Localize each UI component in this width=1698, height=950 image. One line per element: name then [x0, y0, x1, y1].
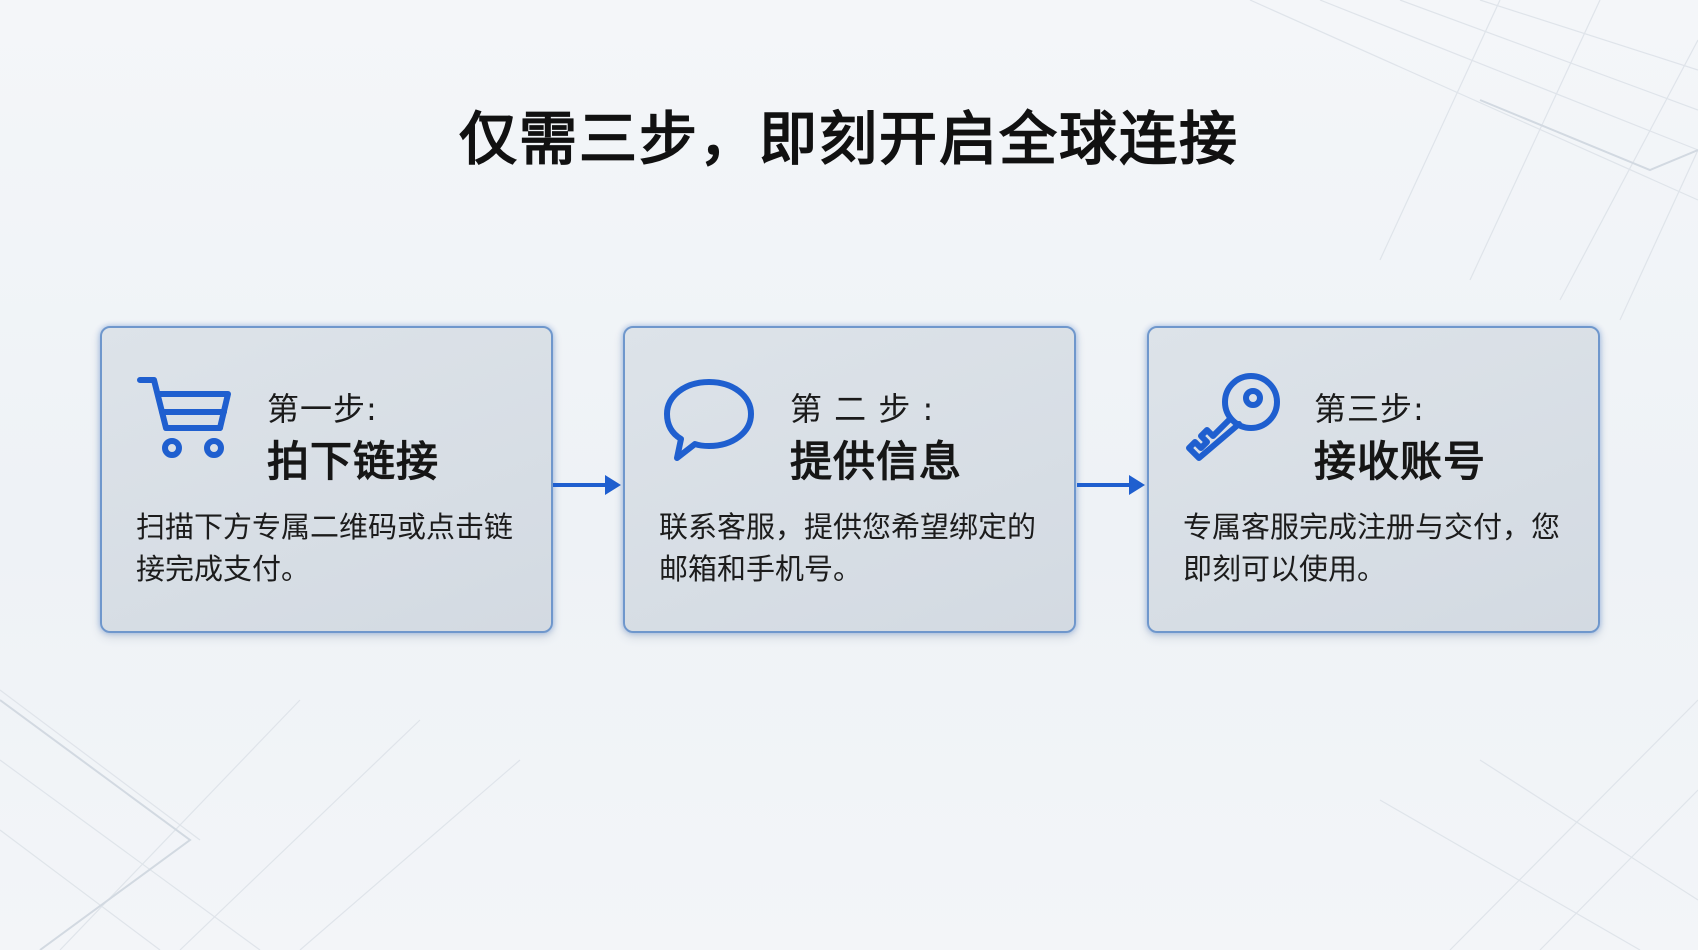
chat-bubble-icon — [664, 379, 754, 461]
step-label: 第一步: — [267, 390, 378, 428]
step-card-1: 第一步: 拍下链接 扫描下方专属二维码或点击链接完成支付。 — [100, 326, 553, 633]
step-label: 第 二 步 : — [790, 390, 935, 428]
step-card-3: 第三步: 接收账号 专属客服完成注册与交付，您即刻可以使用。 — [1147, 326, 1600, 633]
step-title: 提供信息 — [790, 437, 963, 486]
step-description: 专属客服完成注册与交付，您即刻可以使用。 — [1183, 510, 1561, 586]
step-card-2: 第 二 步 : 提供信息 联系客服，提供您希望绑定的邮箱和手机号。 — [623, 326, 1076, 633]
step-title: 拍下链接 — [267, 437, 440, 486]
key-icon — [1186, 373, 1280, 461]
step-description: 联系客服，提供您希望绑定的邮箱和手机号。 — [659, 510, 1037, 586]
shopping-cart-icon — [137, 377, 231, 458]
step-title: 接收账号 — [1314, 437, 1487, 486]
arrow-right-icon — [1077, 475, 1145, 495]
step-description: 扫描下方专属二维码或点击链接完成支付。 — [136, 510, 514, 586]
arrow-right-icon — [553, 475, 621, 495]
step-label: 第三步: — [1314, 390, 1425, 428]
page-title: 仅需三步，即刻开启全球连接 — [458, 105, 1239, 173]
